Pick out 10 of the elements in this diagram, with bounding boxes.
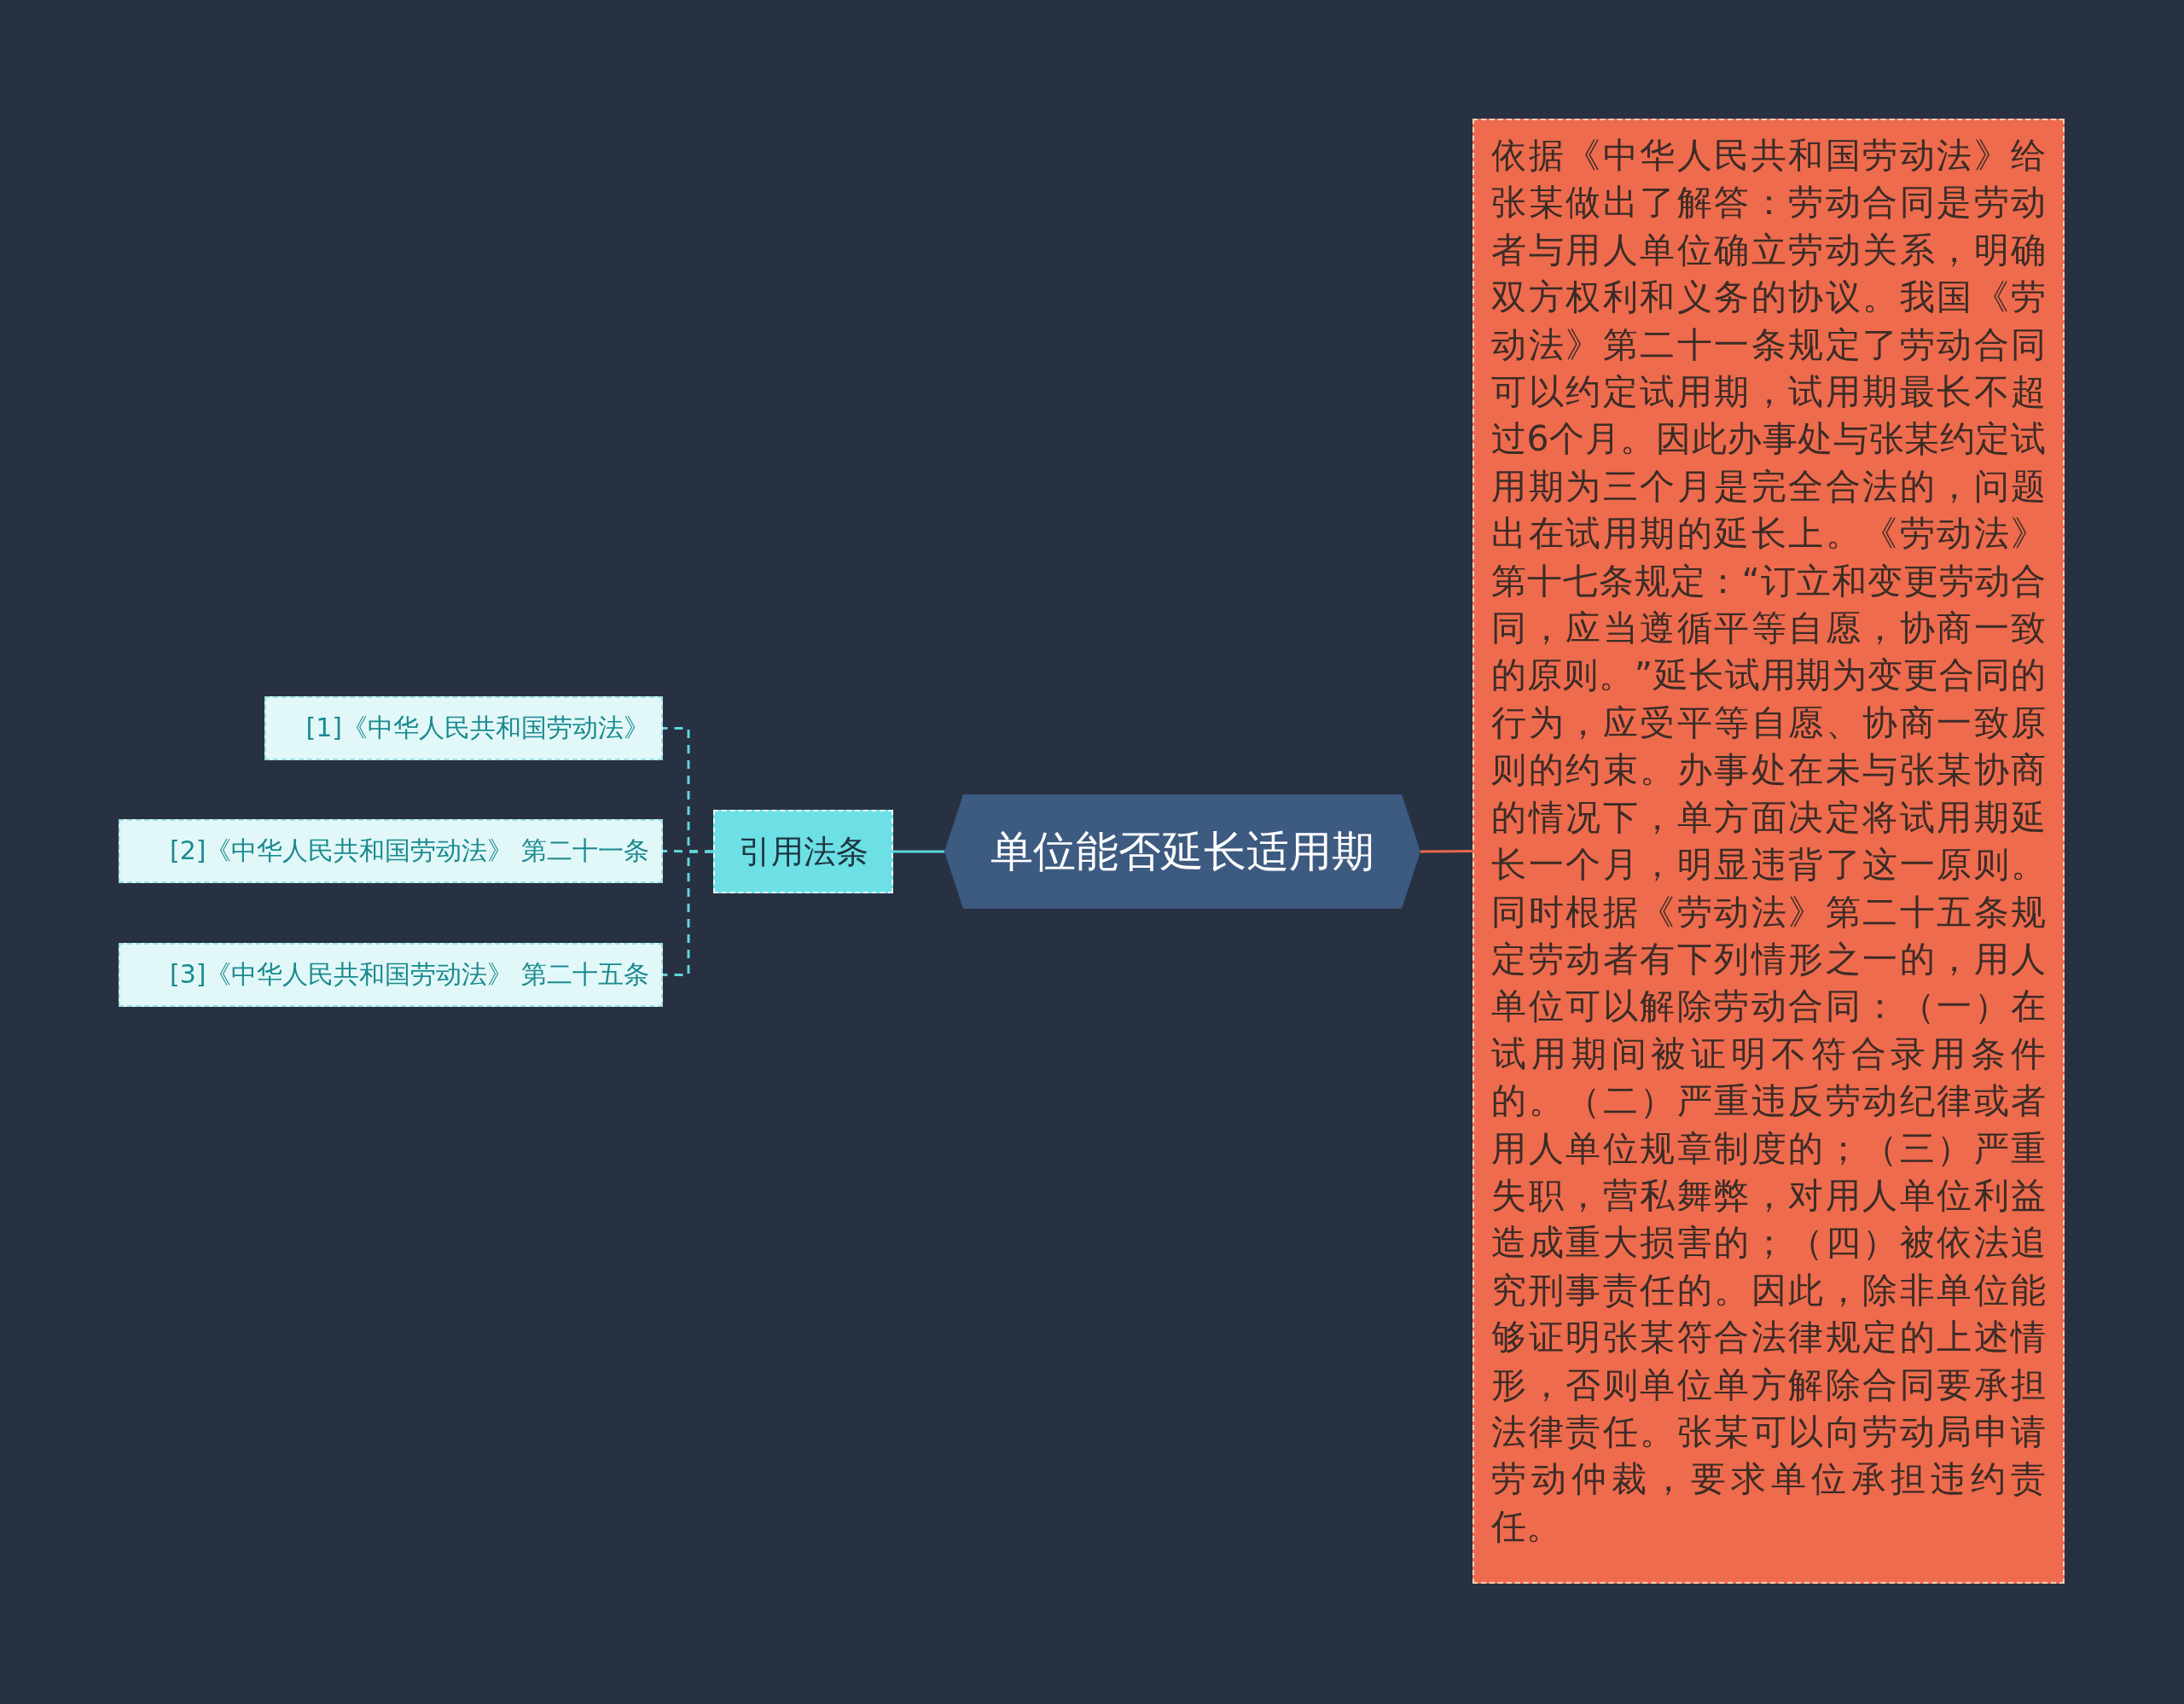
topic-hexagon: 单位能否延长适用期 (944, 794, 1420, 909)
reference-box: [2]《中华人民共和国劳动法》 第二十一条 (119, 819, 663, 883)
answer-note-box: 依据《中华人民共和国劳动法》给张某做出了解答：劳动合同是劳动者与用人单位确立劳动关系，明确双方权利和义务的协议。我国《劳动法》第二十一条规定了劳动合同可以约定试用期，试用期最长不超过6个月。因此办事处与张某约定试用期为三个月是完全合法的，问题出在试用期的延长上。《劳动法》第十七条规定：“订立和变更劳动合同，应当遵循平等自愿，协商一致的原则。”延长试用期为变更合同的行为，应受平等自愿、协商一致原则的约束。办事处在未与张某协商的情况下，单方面决定将试用期延长一个月，明显违背了这一原则。同时根据《劳动法》第二十五条规定劳动者有下列情形之一的，用人单位可以解除劳动合同：（一）在试用期间被证明不符合录用条件的。（二）严重违反劳动纪律或者用人单位规章制度的；（三）严重失职，营私舞弊，对用人单位利益造成重大损害的；（四）被依法追究刑事责任的。因此，除非单位能够证明张某符合法律规定的上述情形，否则单位单方解除合同要承担法律责任。张某可以向劳动局申请劳动仲裁，要求单位承担违约责任。 (1472, 119, 2065, 1584)
reference-box: [3]《中华人民共和国劳动法》 第二十五条 (119, 943, 663, 1007)
connector-line (663, 850, 713, 976)
reference-box: [1]《中华人民共和国劳动法》 (264, 696, 663, 760)
connector-line (893, 850, 944, 853)
category-box: 引用法条 (713, 810, 893, 893)
connector-line (1420, 850, 1472, 853)
connector-line (663, 850, 713, 853)
